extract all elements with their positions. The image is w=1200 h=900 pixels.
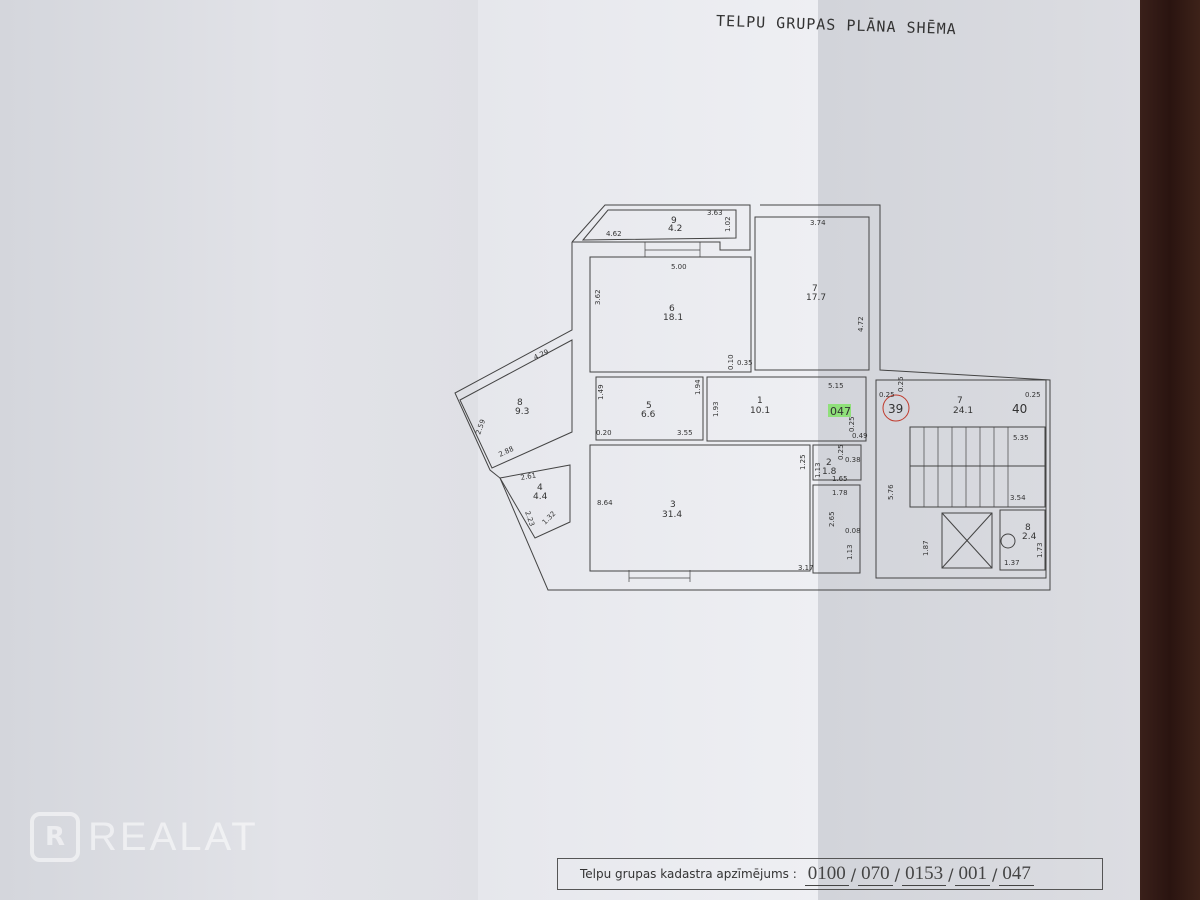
dimension: 1.13 [846,544,854,560]
room-4-outline [499,464,571,539]
dimension: 1.37 [1004,559,1020,567]
room-5-outline [595,376,704,441]
dimension: 1.49 [597,384,605,400]
room-8-area: 9.3 [515,407,529,417]
dimension: 0.25 [1025,391,1041,399]
paper-middle-panel [478,0,818,900]
dimension: 5.15 [828,382,844,390]
room-3-outline [589,444,811,572]
dimension: 1.93 [712,401,720,417]
room-5-number: 5 [646,401,652,411]
room-1-area: 10.1 [750,406,770,416]
watermark-text: REALAT [88,814,259,859]
room-6-outline [589,256,752,373]
room-7-number: 7 [812,284,818,294]
dimension: 5.00 [671,263,687,271]
room-9-outline [581,209,737,241]
elevator-shaft [941,512,993,569]
unit-39-label: 39 [888,402,903,416]
dimension: 1.87 [922,540,930,556]
dimension: 1.94 [694,379,702,395]
outer-wall [571,204,751,251]
cadastre-part: 070 [858,863,893,886]
room-2-outline [812,444,862,481]
room-5-area: 6.6 [641,410,656,420]
stair-hall-outline [875,379,1047,579]
dimension: 0.49 [852,432,868,440]
room-1-number: 1 [757,396,763,406]
room-2-area: 1.8 [822,467,837,477]
room-9-number: 9 [671,216,677,226]
dimension: 0.25 [879,391,895,399]
dimension: 5.76 [887,484,895,500]
room-7-outline [754,216,870,371]
cadastre-part: 0153 [902,863,947,886]
realat-logo-icon: R [30,812,80,862]
cadastre-box: Telpu grupas kadastra apzīmējums : 0100/… [557,858,1103,890]
dimension: 3.54 [1010,494,1026,502]
room-6-area: 18.1 [663,313,683,323]
room-8-number: 8 [517,398,523,408]
paper-right-panel [818,0,1140,900]
outer-wall [454,204,1051,591]
room-1-outline [706,376,867,442]
dimension: 0.25 [848,416,856,432]
dimension: 3.63 [707,209,723,217]
dimension: 1.73 [1036,542,1044,558]
stair-hall-number: 7 [957,396,963,406]
room-6-number: 6 [669,304,675,314]
room-9-area: 4.2 [668,224,682,234]
room-4-number: 4 [537,483,543,493]
room-8-outline [459,339,573,469]
dimension: 1.13 [814,462,822,478]
dimension: 0.38 [845,456,861,464]
room-3-area: 31.4 [662,510,682,520]
dimension: 1.32 [541,510,558,527]
dimension: 2.61 [520,471,537,482]
cadastre-label: Telpu grupas kadastra apzīmējums : [580,867,797,881]
dimension: 8.64 [597,499,613,507]
group-label-highlight [828,404,851,417]
dimension: 2.88 [497,445,515,459]
wc-outline [812,484,861,574]
dimension: 0.25 [837,444,845,460]
stairs [909,426,1046,508]
table-background [1140,0,1200,900]
cadastre-part: 001 [955,863,990,886]
unit-39-circle [882,394,910,422]
dimension: 2.59 [474,418,487,435]
unit-40-label: 40 [1012,402,1027,416]
room-8-small-area: 2.4 [1022,532,1037,542]
room-8-small-number: 8 [1025,523,1031,533]
dimension: 0.10 [727,354,735,370]
dimension: 2.23 [523,510,536,527]
group-label: 047 [830,405,851,418]
room-8-small-outline [999,509,1046,571]
dimension: 1.65 [832,475,848,483]
room-2-number: 2 [826,458,832,468]
dimension: 3.55 [677,429,693,437]
dimension: 3.62 [594,289,602,305]
watermark: R REALAT [30,812,259,862]
stair-hall-area: 24.1 [953,406,973,416]
dimension: 1.25 [799,454,807,470]
dimension: 2.65 [828,511,836,527]
cadastre-part: 0100 [804,863,849,886]
dimension: 0.35 [737,359,753,367]
dimension: 5.35 [1013,434,1029,442]
dimension: 4.72 [857,316,865,332]
paper-left-panel [0,0,478,900]
room-4-area: 4.4 [533,492,548,502]
dimension: 4.62 [606,230,622,238]
dimension: 3.17 [798,564,814,572]
room-7-area: 17.7 [806,293,826,303]
dimension: 0.25 [897,376,905,392]
dimension: 0.20 [596,429,612,437]
dimension: 0.08 [845,527,861,535]
cadastre-part: 047 [999,863,1034,886]
dimension: 3.74 [810,219,826,227]
dimension: 1.02 [724,216,732,232]
dimension: 1.78 [832,489,848,497]
room-3-number: 3 [670,500,676,510]
